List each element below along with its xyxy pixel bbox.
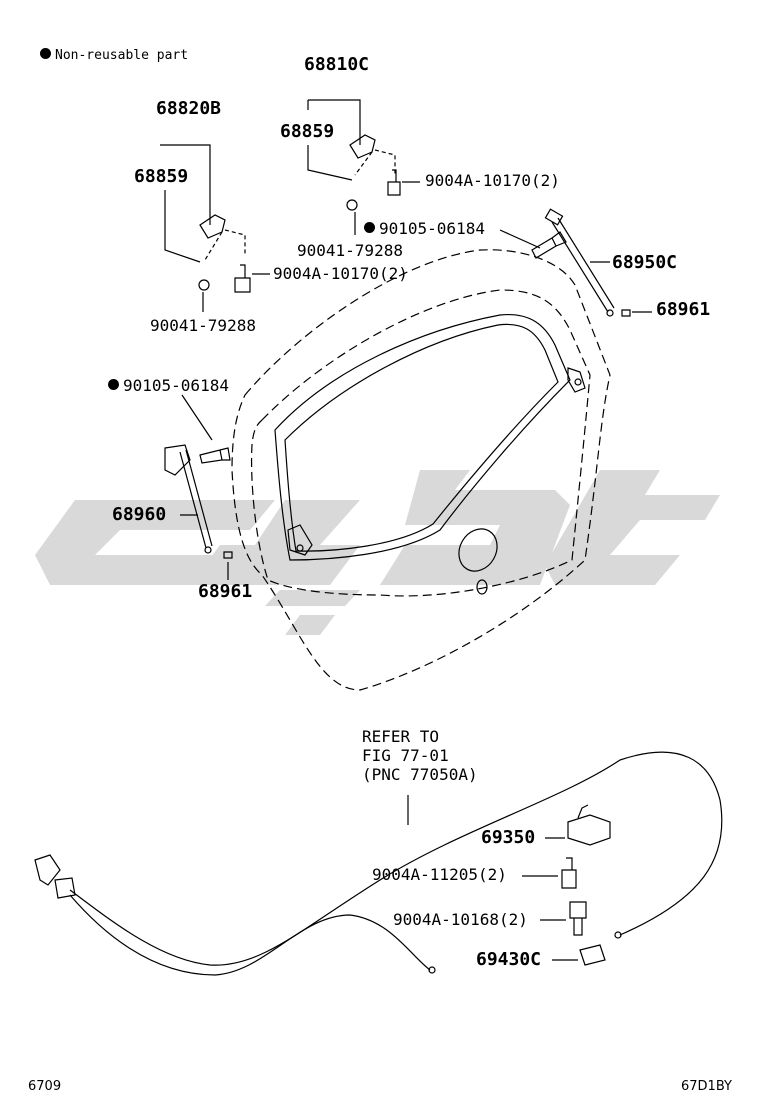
- part-label-9004a-10168[interactable]: 9004A-10168(2): [393, 910, 528, 929]
- part-label-90041-left[interactable]: 90041-79288: [150, 316, 256, 335]
- back-door-small-hole: [476, 579, 488, 595]
- damper-stay-left: [179, 449, 213, 549]
- refer-note-line2[interactable]: FIG 77-01: [362, 746, 449, 765]
- lock-69350: [567, 814, 611, 846]
- part-label-68961-right[interactable]: 68961: [656, 299, 711, 320]
- non-reusable-dot-icon: [108, 379, 119, 390]
- back-door-outline: [231, 249, 611, 691]
- dashed-guide: [354, 149, 396, 176]
- part-label-90041-top[interactable]: 90041-79288: [297, 241, 403, 260]
- damper-end: [204, 546, 212, 554]
- back-door-inner-outline: [250, 289, 591, 597]
- non-reusable-dot-icon: [40, 48, 51, 59]
- leader: [181, 394, 213, 441]
- bolt-9004a-10168: [569, 901, 587, 936]
- legend-text: Non-reusable part: [55, 48, 189, 63]
- part-label-9004a-11205[interactable]: 9004A-11205(2): [372, 865, 507, 884]
- part-number-text: 90105-06184: [379, 219, 485, 238]
- leader: [164, 190, 201, 263]
- part-label-9004a-10170-top[interactable]: 9004A-10170(2): [425, 171, 560, 190]
- part-label-69430c[interactable]: 69430C: [476, 949, 542, 970]
- bolt-90105-left: [199, 447, 231, 464]
- part-label-90105-left[interactable]: 90105-06184: [108, 378, 229, 394]
- refer-note-line1: REFER TO: [362, 727, 440, 746]
- leader: [307, 99, 361, 145]
- leader: [160, 144, 211, 225]
- cable-connector: [54, 877, 76, 899]
- part-label-68810c[interactable]: 68810C: [304, 54, 370, 75]
- damper-stay-right: [551, 217, 615, 313]
- part-label-68859-top[interactable]: 68859: [280, 121, 335, 142]
- non-reusable-dot-icon: [364, 222, 375, 233]
- figure-number: 6709: [28, 1079, 62, 1094]
- legend: Non-reusable part: [40, 48, 189, 63]
- cable-end: [614, 931, 622, 939]
- part-label-90105-top[interactable]: 90105-06184: [364, 221, 485, 237]
- part-label-9004a-10170-left[interactable]: 9004A-10170(2): [273, 264, 408, 283]
- cable-end: [428, 966, 436, 974]
- cable-connector: [34, 854, 61, 886]
- back-window: [274, 313, 571, 561]
- leader: [499, 229, 541, 249]
- back-window-inner: [284, 323, 559, 552]
- nut-90041-left: [198, 279, 210, 291]
- refer-note-line3: (PNC 77050A): [362, 765, 478, 784]
- clip-68961-right: [621, 309, 631, 317]
- part-label-68859-left[interactable]: 68859: [134, 166, 189, 187]
- part-label-68950c[interactable]: 68950C: [612, 252, 678, 273]
- door-hinge-bracket-left: [287, 524, 313, 556]
- part-label-69350[interactable]: 69350: [481, 827, 536, 848]
- leader: [307, 145, 353, 181]
- part-label-68960[interactable]: 68960: [112, 504, 167, 525]
- bolt-9004a-top: [387, 169, 401, 196]
- illustration-code: 67D1BY: [681, 1079, 732, 1094]
- damper-bracket-left: [164, 444, 191, 476]
- hinge-bolt: [574, 378, 582, 386]
- bolt-9004a-left: [234, 264, 251, 293]
- hinge-bolt: [296, 544, 304, 552]
- part-number-text: 90105-06184: [123, 376, 229, 395]
- part-label-68820b[interactable]: 68820B: [156, 98, 222, 119]
- nut-90041-top: [346, 199, 358, 211]
- back-door-emblem-hole: [458, 528, 498, 572]
- lock-wire: [577, 804, 589, 819]
- dashed-guide: [204, 229, 246, 261]
- bolt-90105-top: [531, 231, 567, 259]
- release-cable-lower: [69, 894, 431, 976]
- door-hinge-bracket-right: [567, 367, 586, 393]
- hinge-68820b: [199, 214, 226, 239]
- damper-end: [544, 208, 564, 226]
- release-cable: [69, 751, 723, 966]
- part-label-68961-left[interactable]: 68961: [198, 581, 253, 602]
- switch-69430c: [579, 944, 606, 966]
- watermark-logo: [35, 470, 720, 635]
- hinge-68810c: [349, 134, 376, 159]
- bolt-9004a-11205: [561, 857, 577, 889]
- clip-68961-left: [223, 551, 233, 559]
- damper-end: [606, 309, 614, 317]
